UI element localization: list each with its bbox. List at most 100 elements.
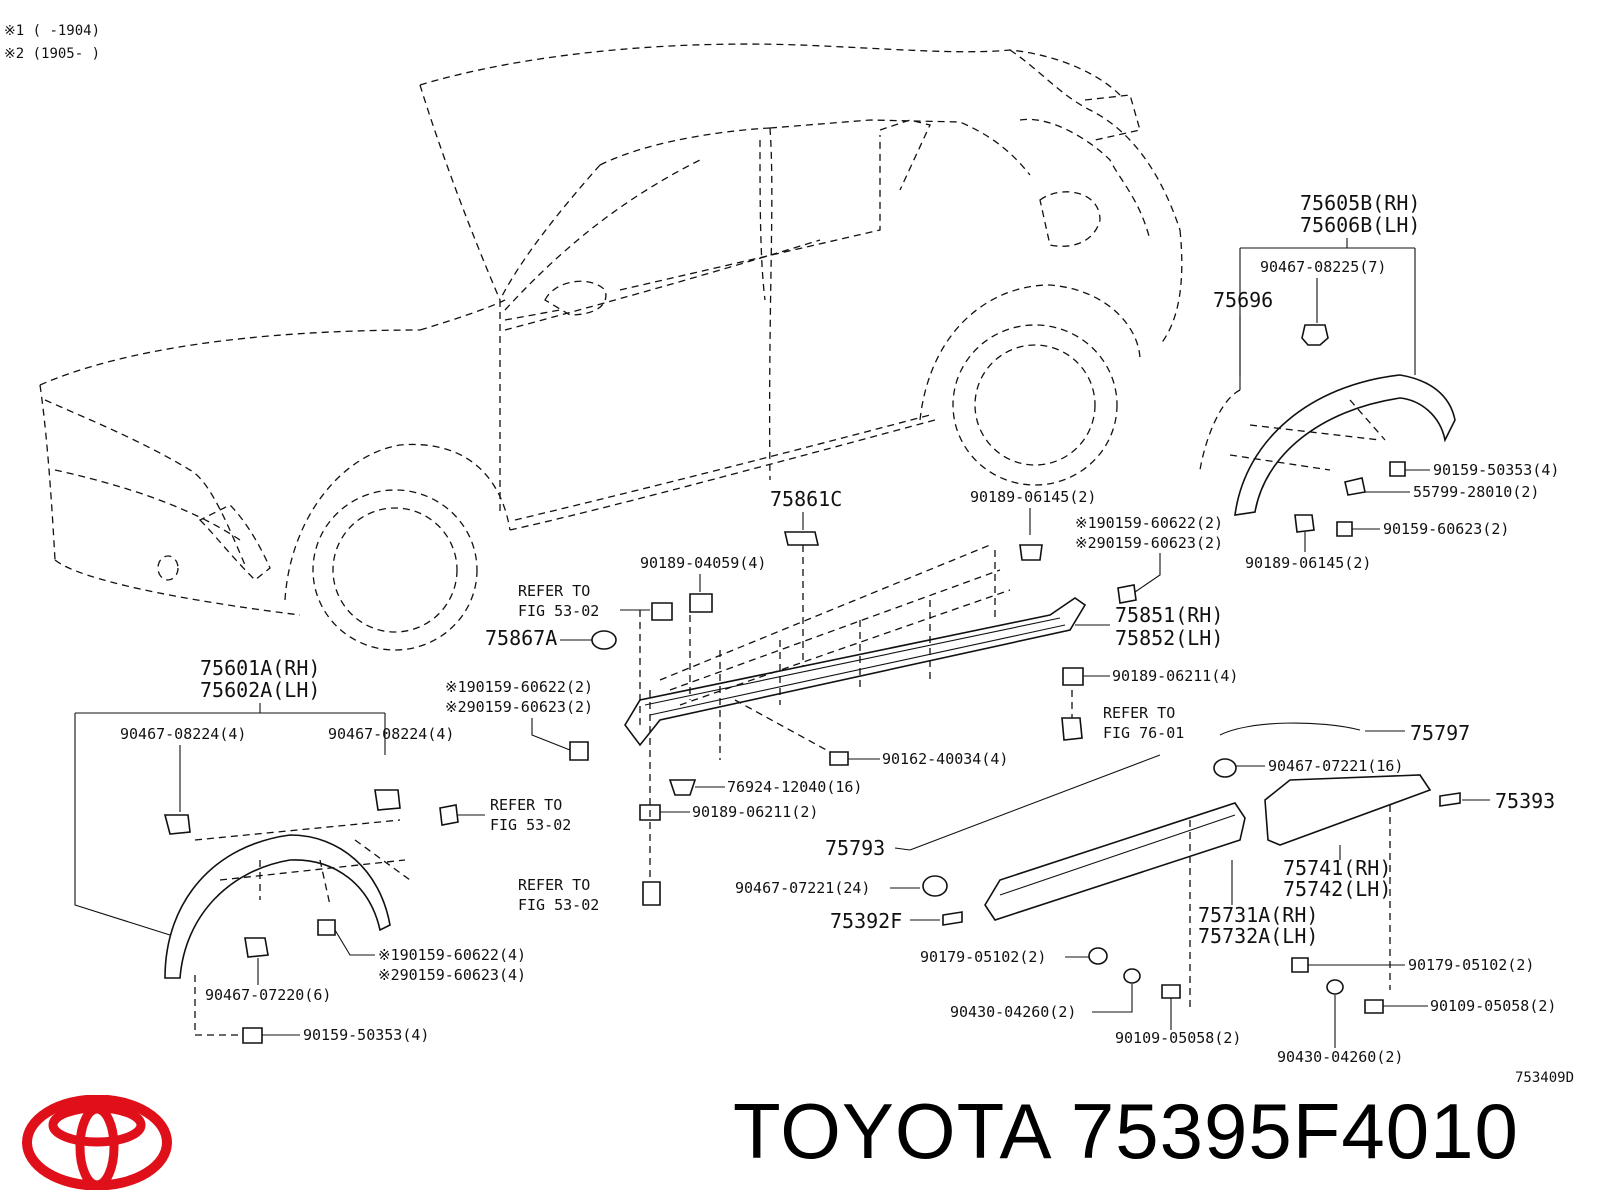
callout-75393: 75393: [1495, 789, 1555, 813]
refer-fig-76-01-line1: REFER TO: [1103, 704, 1175, 722]
callout-90467-08225: 90467-08225(7): [1260, 258, 1386, 276]
callout-90467-07220: 90467-07220(6): [205, 986, 331, 1004]
callout-75606B: 75606B(LH): [1300, 213, 1420, 237]
clip-90467-08224-a: [163, 814, 191, 835]
clip-90467-08224-b: [374, 789, 401, 811]
callout-75601A: 75601A(RH): [200, 656, 320, 680]
callout-75797: 75797: [1410, 721, 1470, 745]
refer-fig-53-02-b-line1: REFER TO: [490, 796, 562, 814]
screw-90159-50353-rear: [1389, 461, 1406, 477]
catalog-code: 753409D: [1515, 1070, 1574, 1086]
clip-76924-12040: [668, 779, 697, 796]
callout-75852: 75852(LH): [1115, 626, 1223, 650]
callout-90162-40034: 90162-40034(4): [882, 750, 1008, 768]
vehicle-outline: [39, 43, 1183, 651]
refer-fig-53-02-b-line2: FIG 53-02: [490, 816, 571, 834]
callout-90179-05102-a: 90179-05102(2): [920, 948, 1046, 966]
callout-75741: 75741(RH): [1283, 856, 1391, 880]
bolt-90109-05058-b: [1364, 999, 1384, 1014]
callout-75605B: 75605B(RH): [1300, 191, 1420, 215]
clip-90467-07221-24: [922, 875, 948, 897]
refer-fig-53-02-c-line2: FIG 53-02: [518, 896, 599, 914]
refer-fig-53-02-c-line1: REFER TO: [518, 876, 590, 894]
door-moulding-group: 75797 90467-07221(16) 75393 75741(RH) 75…: [735, 721, 1556, 1066]
screw-90159-left: [317, 919, 336, 936]
nut-90179-05102-b: [1291, 957, 1309, 973]
screw-90159-mid: [569, 741, 589, 761]
toyota-logo: [22, 1095, 172, 1190]
callout-90467-07221-24: 90467-07221(24): [735, 879, 870, 897]
part-75392F: [942, 911, 963, 926]
front-door-moulding: [984, 802, 1246, 921]
washer-90430-b: [1326, 979, 1344, 995]
label-75861C: [783, 531, 820, 546]
clip-refer-76-01: [1061, 717, 1083, 741]
callout-90430-04260-a: 90430-04260(2): [950, 1003, 1076, 1021]
screw-90159-top: [1117, 584, 1137, 604]
callout-90159-50353-bottom: 90159-50353(4): [303, 1026, 429, 1044]
screw-90159-50353-bottom: [242, 1027, 263, 1044]
callout-75731A: 75731A(RH): [1198, 903, 1318, 927]
clip-90189-06211-right: [1062, 667, 1084, 686]
callout-75851: 75851(RH): [1115, 603, 1223, 627]
callout-90189-06145-top: 90189-06145(2): [970, 488, 1096, 506]
part-75393: [1439, 792, 1461, 807]
callout-90109-05058-a: 90109-05058(2): [1115, 1029, 1241, 1047]
callout-90159-60623-rear: 90159-60623(2): [1383, 520, 1509, 538]
rocker-moulding: [624, 597, 1087, 747]
callout-90179-05102-b: 90179-05102(2): [1408, 956, 1534, 974]
rear-arch-moulding-group: 75605B(RH) 75606B(LH) 90467-08225(7) 756…: [1199, 191, 1559, 572]
callout-90467-08224-a: 90467-08224(4): [120, 725, 246, 743]
header-note-1: ※1 ( -1904): [4, 23, 100, 39]
callout-90159-50353-rear: 90159-50353(4): [1433, 461, 1559, 479]
refer-fig-76-01-line2: FIG 76-01: [1103, 724, 1184, 742]
callout-190159-60622-top: ※190159-60622(2): [1075, 514, 1223, 532]
clip-90189-06145-rear: [1294, 514, 1315, 533]
screw-90159-60623-rear: [1336, 521, 1353, 537]
callout-90189-04059: 90189-04059(4): [640, 554, 766, 572]
clip-90189-04059: [689, 593, 713, 613]
clip-refer-53-02-b: [439, 804, 459, 826]
callout-90430-04260-b: 90430-04260(2): [1277, 1048, 1403, 1066]
callout-290159-60623-bottom: ※290159-60623(4): [378, 966, 526, 984]
screw-90162-40034: [829, 751, 849, 766]
front-arch-moulding: [164, 834, 391, 979]
callout-190159-60622-mid: ※190159-60622(2): [445, 678, 593, 696]
bolt-90109-05058-a: [1161, 984, 1181, 999]
brand-caption: TOYOTA 75395F4010: [733, 1087, 1519, 1175]
washer-90430-a: [1123, 968, 1141, 984]
callout-190159-60622-bottom: ※190159-60622(4): [378, 946, 526, 964]
clip-refer-53-02-a: [651, 602, 673, 621]
callout-90109-05058-b: 90109-05058(2): [1430, 997, 1556, 1015]
callout-75861C: 75861C: [770, 487, 842, 511]
callout-90189-06211-right: 90189-06211(4): [1112, 667, 1238, 685]
callout-90467-08224-b: 90467-08224(4): [328, 725, 454, 743]
clip-90467-08225: [1301, 324, 1329, 346]
rocker-moulding-group: 75861C 90189-06145(2) ※190159-60622(2) ※…: [445, 487, 1238, 914]
rear-arch-moulding: [1234, 374, 1456, 516]
clip-90189-06145-top: [1019, 544, 1043, 561]
callout-90189-06211-mid: 90189-06211(2): [692, 803, 818, 821]
clip-90467-07221-16: [1213, 758, 1237, 778]
refer-fig-53-02-a-line1: REFER TO: [518, 582, 590, 600]
callout-90467-07221-16: 90467-07221(16): [1268, 757, 1403, 775]
callout-75867A: 75867A: [485, 626, 557, 650]
callout-75392F: 75392F: [830, 909, 902, 933]
callout-75696: 75696: [1213, 288, 1273, 312]
callout-75602A: 75602A(LH): [200, 678, 320, 702]
pin-55799-28010: [1344, 477, 1366, 496]
callout-76924-12040: 76924-12040(16): [727, 778, 862, 796]
nut-90179-05102-a: [1088, 947, 1108, 965]
clip-75867A: [591, 630, 617, 650]
front-arch-moulding-group: 75601A(RH) 75602A(LH) 90467-08224(4) 904…: [74, 656, 571, 1044]
header-note-2: ※2 (1905- ): [4, 46, 100, 62]
callout-75732A: 75732A(LH): [1198, 924, 1318, 948]
rear-door-moulding: [1264, 774, 1432, 846]
callout-55799-28010: 55799-28010(2): [1413, 483, 1539, 501]
refer-fig-53-02-a-line2: FIG 53-02: [518, 602, 599, 620]
callout-75742: 75742(LH): [1283, 877, 1391, 901]
callout-75793: 75793: [825, 836, 885, 860]
callout-290159-60623-mid: ※290159-60623(2): [445, 698, 593, 716]
clip-90467-07220: [244, 937, 269, 958]
